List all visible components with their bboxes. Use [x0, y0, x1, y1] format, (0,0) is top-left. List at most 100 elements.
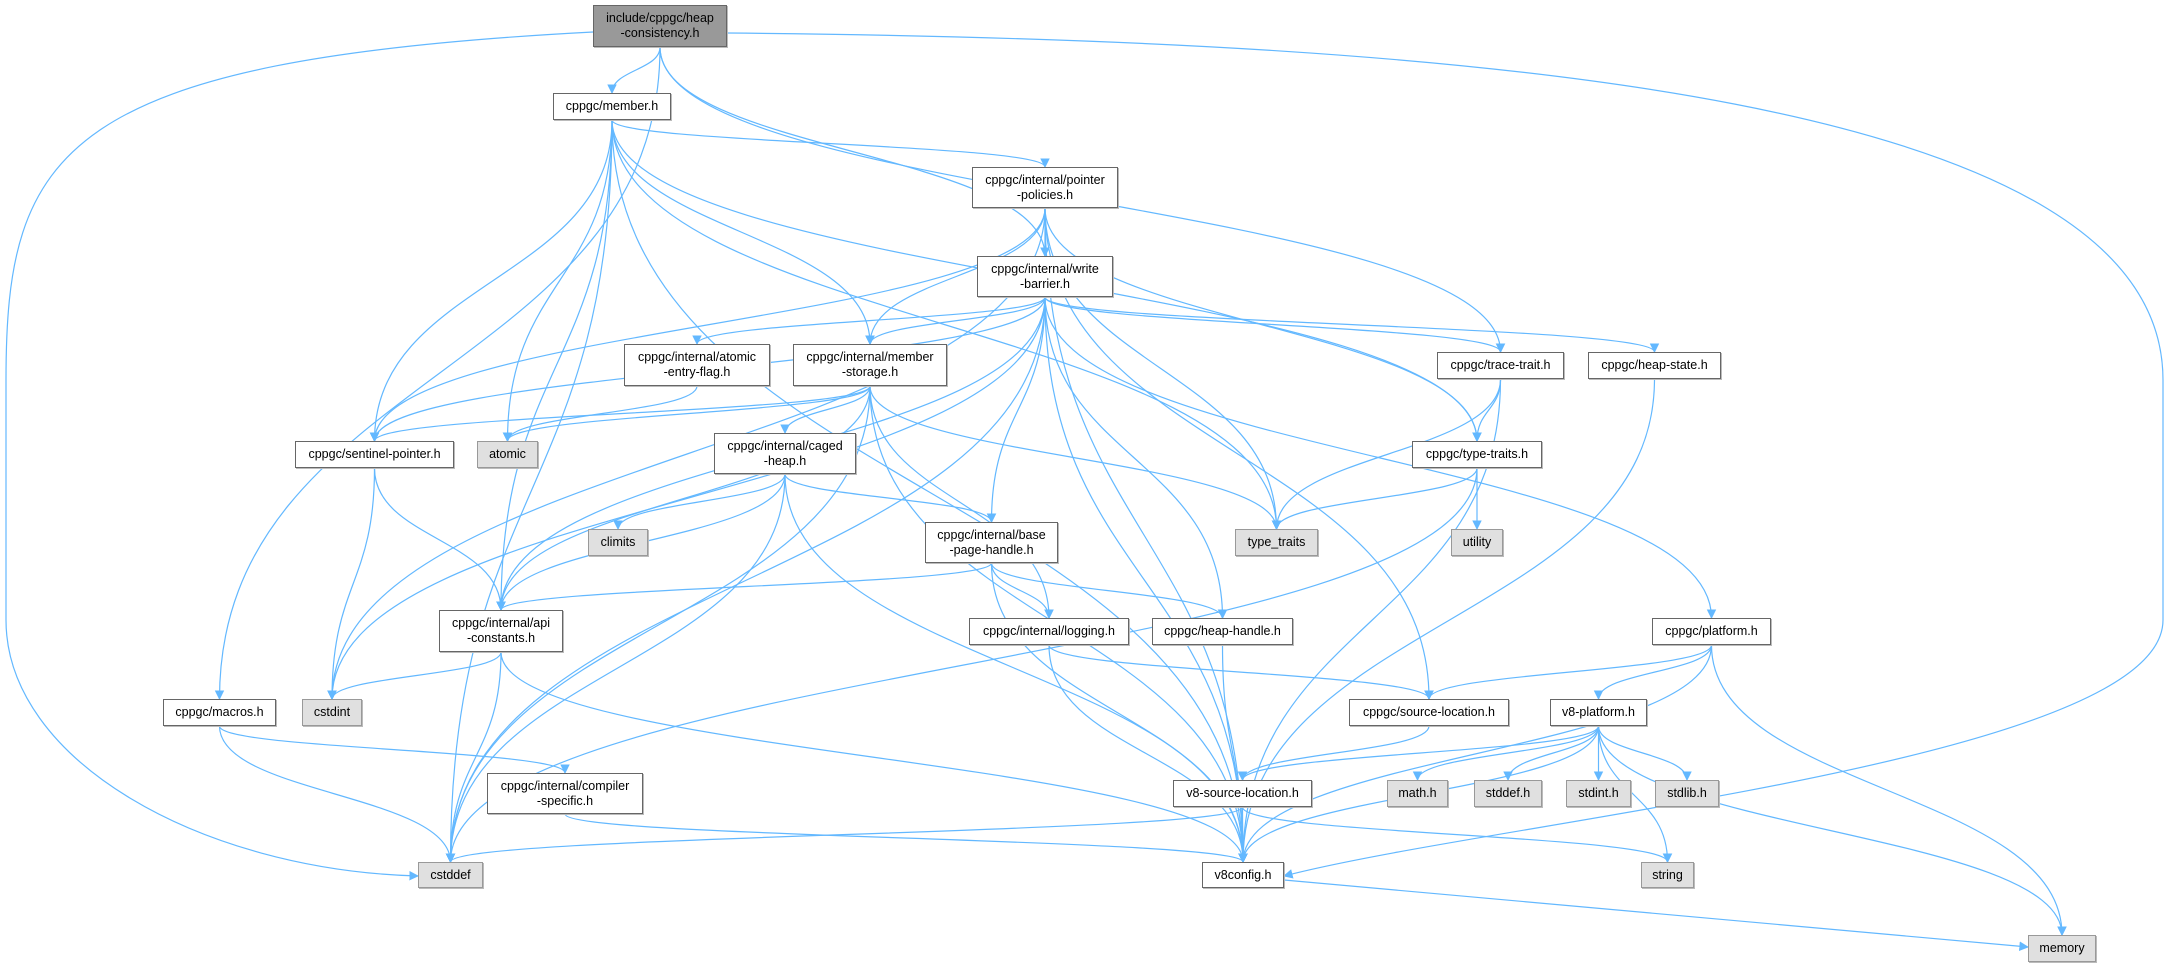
node-v8srcloc[interactable]: v8-source-location.h — [1173, 780, 1312, 807]
node-label: type_traits — [1247, 535, 1306, 549]
node-stddef[interactable]: stddef.h — [1474, 780, 1542, 807]
edge-wb-to-cstddef — [445, 296, 1046, 863]
node-api[interactable]: cppgc/internal/api -constants.h — [439, 610, 563, 652]
edge-member-to-v8config — [611, 119, 1248, 863]
edge-platform-to-srcloc — [1424, 644, 1713, 700]
edge-member-to-ms — [611, 119, 875, 345]
node-math[interactable]: math.h — [1387, 780, 1448, 807]
node-type-traits[interactable]: type_traits — [1235, 529, 1318, 556]
node-root[interactable]: include/cppgc/heap -consistency.h — [593, 5, 727, 47]
edge-wb-to-hstate — [1044, 296, 1660, 353]
node-cstddef[interactable]: cstddef — [418, 862, 483, 888]
edge-v8srcloc-to-v8config — [1238, 806, 1248, 863]
edge-ptrpol-to-ms — [865, 207, 1046, 345]
edge-sp-to-api — [373, 467, 506, 611]
node-label: cppgc/macros.h — [175, 705, 264, 719]
node-aef[interactable]: cppgc/internal/atomic -entry-flag.h — [624, 344, 770, 386]
edge-root-to-cstddef — [5, 31, 594, 881]
edge-ms-to-cstddef — [445, 385, 871, 863]
node-climits[interactable]: climits — [588, 529, 648, 556]
node-cstdint[interactable]: cstdint — [302, 699, 362, 726]
node-label: cppgc/internal/atomic -entry-flag.h — [637, 350, 757, 379]
node-caged[interactable]: cppgc/internal/caged -heap.h — [714, 433, 856, 474]
node-label: cppgc/internal/compiler -specific.h — [500, 778, 630, 808]
node-v8plat[interactable]: v8-platform.h — [1550, 699, 1647, 726]
node-atomic[interactable]: atomic — [477, 441, 538, 468]
edge-platform-to-v8config — [1238, 644, 1713, 863]
edge-member-to-ptrpol — [611, 119, 1050, 168]
node-label: stdint.h — [1578, 786, 1619, 800]
node-label: cppgc/sentinel-pointer.h — [308, 447, 441, 461]
node-sp[interactable]: cppgc/sentinel-pointer.h — [295, 441, 454, 468]
edge-root-to-macros — [214, 46, 661, 700]
node-label: v8config.h — [1214, 867, 1272, 882]
edge-v8plat-to-v8srcloc — [1237, 725, 1600, 781]
edge-logging-to-v8config — [1048, 644, 1248, 863]
node-label: climits — [600, 535, 636, 549]
edge-caged-to-climits — [613, 473, 786, 530]
node-logging[interactable]: cppgc/internal/logging.h — [969, 618, 1129, 645]
edge-member-to-atomic — [502, 119, 613, 442]
edge-v8srcloc-to-string — [1241, 806, 1673, 863]
node-hhandle[interactable]: cppgc/heap-handle.h — [1152, 618, 1293, 645]
node-string[interactable]: string — [1641, 862, 1694, 888]
edge-v8config-to-memory — [1283, 879, 2029, 952]
node-stdlib[interactable]: stdlib.h — [1655, 780, 1719, 807]
node-v8config[interactable]: v8config.h — [1202, 862, 1284, 888]
edge-wb-to-hhandle — [1044, 296, 1228, 619]
edge-root-to-member — [607, 46, 661, 94]
edge-ttraits-to-type_traits — [1271, 467, 1478, 530]
edge-member-to-cstddef — [445, 119, 613, 863]
node-macros[interactable]: cppgc/macros.h — [163, 699, 276, 726]
edge-member-to-api — [496, 119, 613, 611]
node-ptrpol[interactable]: cppgc/internal/pointer -policies.h — [972, 167, 1118, 208]
edge-root-to-v8config — [726, 32, 2164, 879]
node-label: cppgc/type-traits.h — [1425, 447, 1529, 461]
node-bph[interactable]: cppgc/internal/base -page-handle.h — [925, 522, 1058, 563]
node-label: cppgc/platform.h — [1665, 624, 1758, 638]
node-platform[interactable]: cppgc/platform.h — [1652, 618, 1771, 645]
node-label: cppgc/trace-trait.h — [1450, 358, 1551, 372]
node-wb[interactable]: cppgc/internal/write -barrier.h — [977, 256, 1113, 297]
node-member[interactable]: cppgc/member.h — [553, 93, 671, 120]
node-label: cppgc/heap-state.h — [1601, 358, 1708, 372]
node-ttraits[interactable]: cppgc/type-traits.h — [1412, 441, 1542, 468]
node-label: cppgc/member.h — [565, 99, 659, 113]
edge-bph-to-logging — [990, 562, 1054, 619]
node-stdint[interactable]: stdint.h — [1566, 780, 1631, 807]
node-ms[interactable]: cppgc/internal/member -storage.h — [793, 344, 947, 386]
edge-member-to-sp — [369, 119, 613, 442]
edge-ms-to-logging — [869, 385, 1054, 619]
edge-ptrpol-to-sp — [369, 207, 1046, 442]
edge-hstate-to-v8config — [1238, 378, 1656, 863]
node-trace[interactable]: cppgc/trace-trait.h — [1437, 352, 1564, 379]
edge-sp-to-cstdint — [327, 467, 376, 700]
node-memory[interactable]: memory — [2028, 935, 2096, 962]
node-label: cppgc/heap-handle.h — [1164, 624, 1281, 638]
node-label: cppgc/internal/write -barrier.h — [991, 261, 1099, 291]
node-hstate[interactable]: cppgc/heap-state.h — [1588, 352, 1721, 379]
node-label: cppgc/internal/base -page-handle.h — [937, 527, 1046, 557]
edge-ms-to-type_traits — [869, 385, 1282, 530]
edge-wb-to-bph — [986, 296, 1046, 523]
edge-caged-to-bph — [784, 473, 997, 523]
edge-wb-to-trace — [1044, 296, 1506, 353]
edge-trace-to-v8config — [1238, 378, 1502, 863]
node-compiler[interactable]: cppgc/internal/compiler -specific.h — [487, 773, 643, 814]
edge-bph-to-hhandle — [990, 562, 1228, 619]
node-label: cppgc/internal/api -constants.h — [452, 616, 550, 645]
edge-v8plat-to-math — [1412, 725, 1600, 781]
edge-v8plat-to-stddef — [1503, 725, 1600, 781]
edge-ms-to-atomic — [502, 385, 871, 442]
edge-trace-to-ttraits — [1472, 378, 1502, 442]
node-utility[interactable]: utility — [1451, 529, 1503, 556]
edge-member-to-type_traits — [611, 119, 1282, 530]
node-srcloc[interactable]: cppgc/source-location.h — [1349, 699, 1509, 726]
edge-ms-to-api — [496, 385, 871, 611]
node-label: v8-source-location.h — [1186, 786, 1299, 800]
node-label: v8-platform.h — [1562, 705, 1635, 719]
edge-v8plat-to-memory — [1597, 725, 2067, 936]
edge-api-to-cstdint — [327, 651, 502, 700]
edge-ptrpol-to-cstdint — [327, 207, 1046, 700]
edge-v8plat-to-string — [1597, 725, 1673, 863]
